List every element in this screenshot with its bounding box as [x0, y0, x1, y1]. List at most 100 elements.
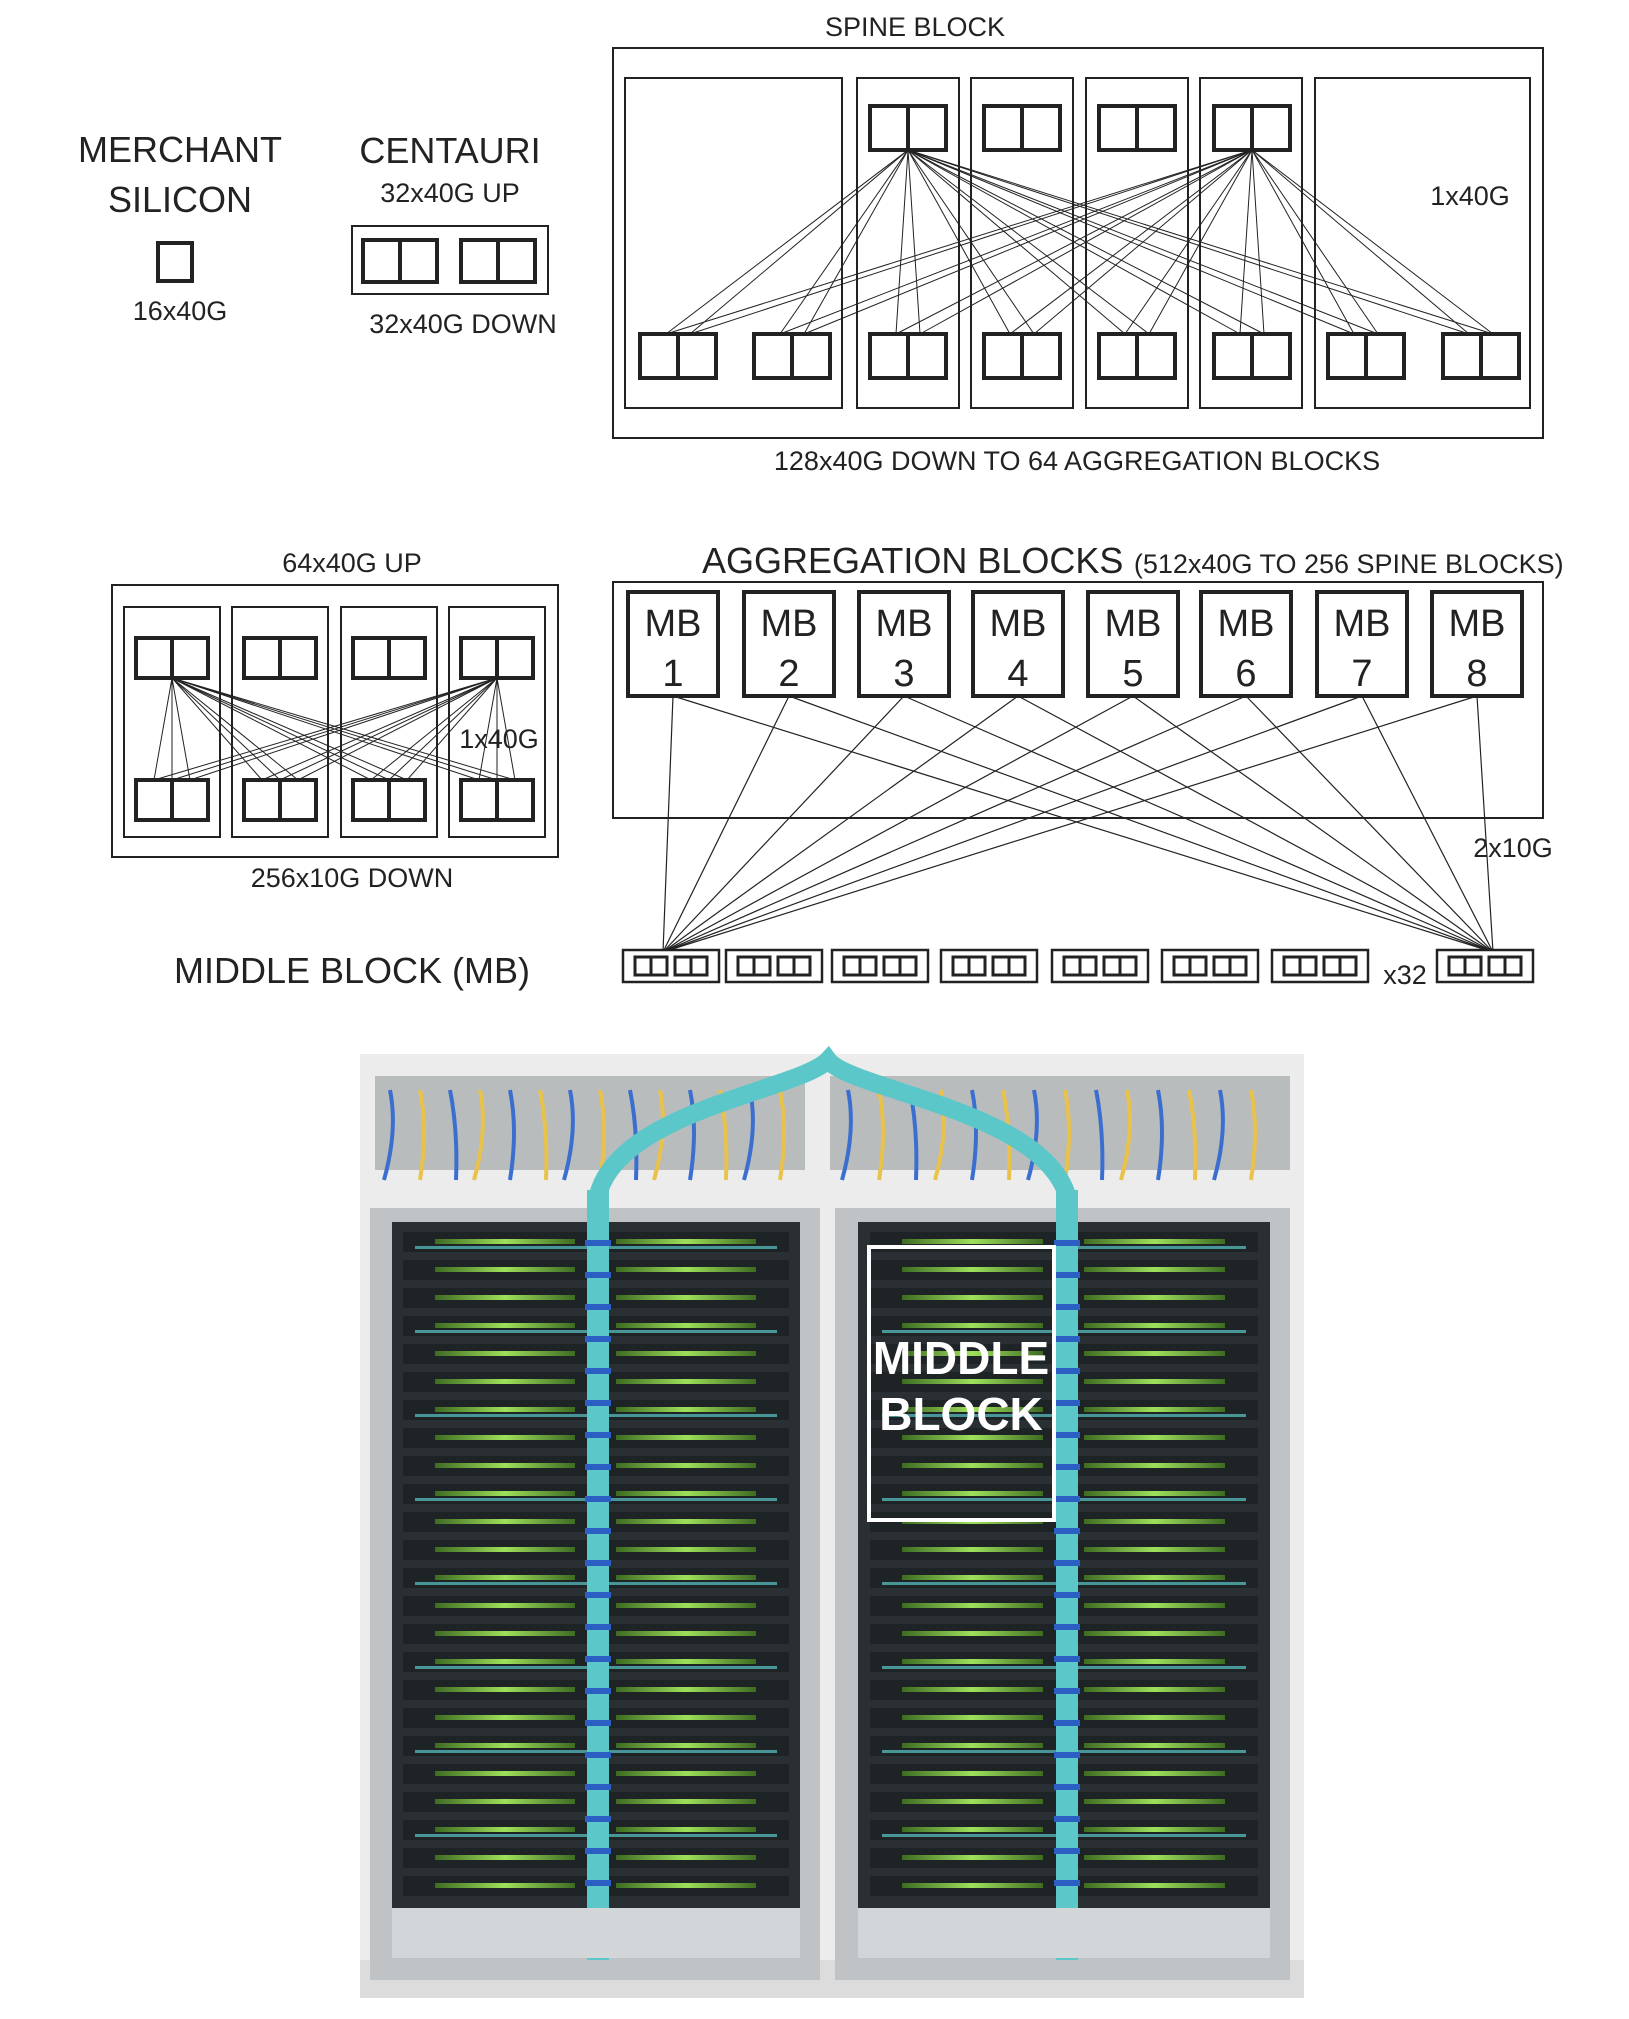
spine-block-section: SPINE BLOCK 1x40G 128x40G DOWN TO 64 AGG… — [612, 12, 1544, 476]
spine-link — [1033, 149, 1253, 335]
middle-block-card — [340, 606, 438, 838]
cable-tie — [1054, 1464, 1080, 1470]
rack-slot-leds — [435, 1239, 575, 1244]
aggregation-blocks-section: AGGREGATION BLOCKS (512x40G TO 256 SPINE… — [612, 540, 1564, 990]
rack-slot-leds — [902, 1883, 1043, 1888]
middle-block-node-number: 4 — [1007, 653, 1028, 695]
rack-slot-leds — [902, 1323, 1043, 1328]
rack-slot-leds — [435, 1435, 575, 1440]
middle-block-node: MB5 — [1086, 590, 1180, 698]
middle-block-highlight — [867, 1245, 1056, 1522]
tray-cable — [418, 1089, 426, 1181]
aggregation-link — [662, 695, 1134, 953]
middle-block-top-chip-pair — [459, 636, 535, 680]
cable-tie — [585, 1464, 611, 1470]
middle-block-links — [153, 677, 516, 781]
aggregation-link — [662, 695, 1363, 953]
rack-slot-leds — [1084, 1323, 1225, 1328]
centauri-section: CENTAURI 32x40G UP 32x40G DOWN — [351, 130, 557, 339]
cable-tie — [585, 1336, 611, 1342]
spine-block-bottom-label: 128x40G DOWN TO 64 AGGREGATION BLOCKS — [774, 446, 1380, 476]
tor-switch — [1050, 948, 1150, 984]
tor-switch — [724, 948, 824, 984]
rack-slot-leds — [435, 1827, 575, 1832]
rack-slot-leds — [1084, 1855, 1225, 1860]
middle-block-link — [297, 677, 498, 781]
cable-tie — [1054, 1560, 1080, 1566]
rack-slot-leds — [1084, 1883, 1225, 1888]
middle-block-node-number: 7 — [1351, 653, 1372, 695]
rack-slot-leds — [902, 1407, 1043, 1412]
rack-slot-leds — [1084, 1407, 1225, 1412]
rack-slot-leds — [616, 1295, 756, 1300]
middle-block-link — [171, 677, 498, 781]
tray-cable — [877, 1089, 885, 1181]
rack-slot-leds — [1084, 1463, 1225, 1468]
rack-slot-leds — [616, 1743, 756, 1748]
middle-block-node-box — [1199, 590, 1293, 698]
rack-slot-leds — [616, 1603, 756, 1608]
merchant-silicon-title-line2: SILICON — [108, 179, 252, 220]
cable-tie — [585, 1560, 611, 1566]
rack-slot-leds — [616, 1547, 756, 1552]
spine-link — [803, 149, 1253, 335]
spine-link — [1124, 149, 1253, 335]
middle-block-bottom-chip-pair — [242, 778, 318, 822]
rack-slot-leds — [1084, 1659, 1225, 1664]
middle-block-link — [388, 677, 498, 781]
rack-slot-leds — [435, 1575, 575, 1580]
cable-tie — [1054, 1240, 1080, 1246]
rack-slot-leds — [902, 1855, 1043, 1860]
rack-slot-leds — [616, 1631, 756, 1636]
middle-block-top-chip-pair — [242, 636, 318, 680]
cable-tie — [585, 1624, 611, 1630]
spine-bottom-chip-pair — [982, 332, 1062, 380]
aggregation-link — [1476, 695, 1494, 953]
aggregation-link — [662, 695, 1478, 953]
rack-slot-leds — [616, 1575, 756, 1580]
cable-tie — [1054, 1752, 1080, 1758]
rack-slot-leds — [616, 1659, 756, 1664]
rack-slot-leds — [1084, 1491, 1225, 1496]
middle-block-node-number: 3 — [893, 653, 914, 695]
rack-slot-leds — [435, 1267, 575, 1272]
middle-block-link — [171, 677, 372, 781]
spine-bottom-chip-pair — [1212, 332, 1292, 380]
cable-tie — [585, 1368, 611, 1374]
rack-slot-leds — [1084, 1743, 1225, 1748]
spine-link — [895, 149, 909, 335]
rack-slot-leds — [902, 1603, 1043, 1608]
photo-label-line2: BLOCK — [879, 1388, 1043, 1440]
spine-block-frame — [612, 47, 1544, 439]
tray-cable — [1187, 1089, 1198, 1181]
middle-block-node: MB7 — [1315, 590, 1409, 698]
tray-cable — [448, 1089, 459, 1181]
middle-block-link — [189, 677, 498, 781]
centauri-down-label: 32x40G DOWN — [369, 309, 557, 339]
tor-switch — [1270, 948, 1370, 984]
tor-switch — [621, 948, 721, 984]
cable-tie — [1054, 1688, 1080, 1694]
cable-ties — [585, 1240, 1080, 1918]
rack-slot-leds — [616, 1267, 756, 1272]
rack-slot-leds — [616, 1883, 756, 1888]
middle-block-node-number: 6 — [1235, 653, 1256, 695]
rack-slot-leds — [616, 1687, 756, 1692]
middle-block-node: MB6 — [1199, 590, 1293, 698]
rack-slot-leds — [1084, 1687, 1225, 1692]
cable-tie — [585, 1304, 611, 1310]
cable-tie — [585, 1400, 611, 1406]
tray-cable — [538, 1089, 549, 1181]
middle-block-link — [406, 677, 498, 781]
middle-block-node-prefix: MB — [645, 603, 702, 645]
spine-link — [779, 149, 909, 335]
rack-slot-leds — [435, 1855, 575, 1860]
tray-cable — [1063, 1089, 1071, 1181]
aggregation-link — [662, 695, 905, 953]
rack-slot-leds — [616, 1491, 756, 1496]
spine-block-links — [665, 149, 1494, 335]
rack-slot-leds — [616, 1239, 756, 1244]
aggregation-blocks-heading: AGGREGATION BLOCKS (512x40G TO 256 SPINE… — [702, 540, 1564, 581]
centauri-up-label: 32x40G UP — [380, 178, 520, 208]
